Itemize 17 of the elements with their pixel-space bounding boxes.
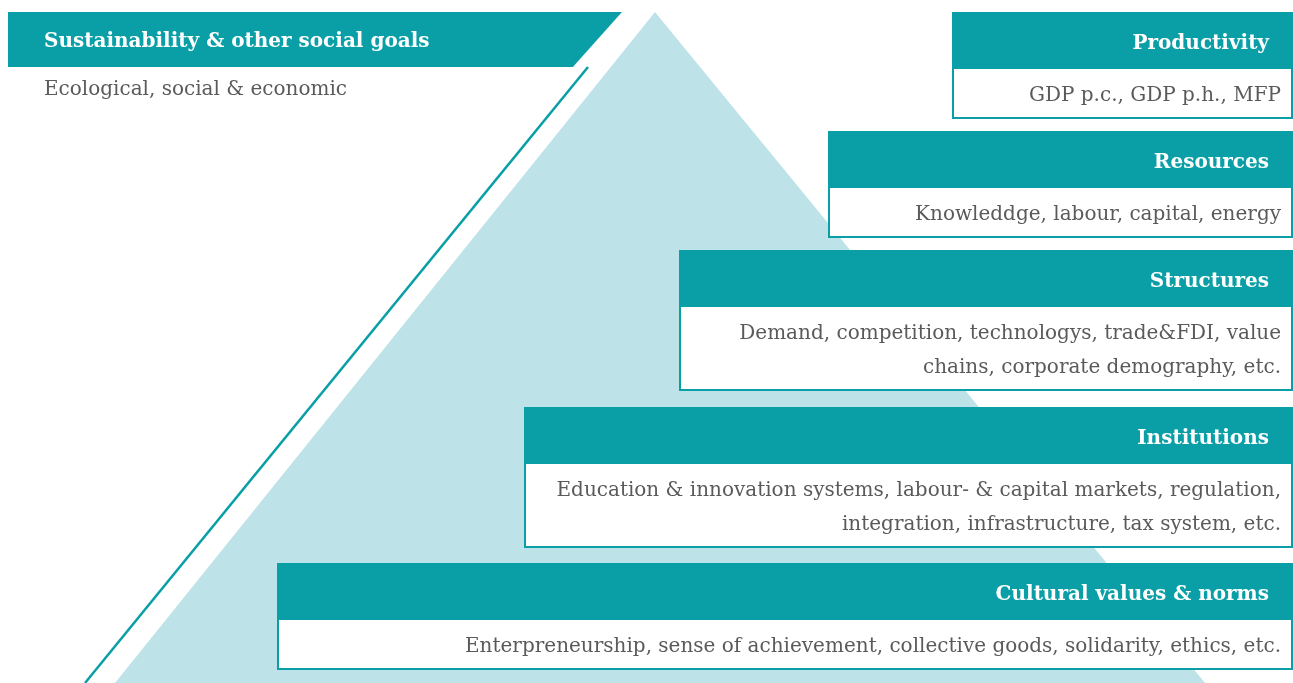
layer-heading: Resources xyxy=(830,133,1291,188)
layer-heading: Productivity xyxy=(954,14,1291,69)
layer-heading: Structures xyxy=(681,252,1291,307)
layer-description: Demand, competition, technologys, trade&FDI, value chains, corporate demography, etc. xyxy=(738,319,1282,380)
layer-heading: Institutions xyxy=(526,409,1291,464)
layer-description: Ecological, social & economic xyxy=(43,75,349,102)
layer-description: GDP p.c., GDP p.h., MFP xyxy=(1028,81,1282,108)
layer-card xyxy=(828,131,1293,238)
layer-card xyxy=(679,250,1293,391)
layer-card xyxy=(524,407,1293,548)
layer-card xyxy=(952,12,1293,119)
layer-description: Education & innovation systems, labour- & capital markets, regulation, integration, infrastructure, tax system, etc. xyxy=(555,476,1282,537)
layer-description: Enterpreneurship, sense of achievement, collective goods, solidarity, ethics, etc. xyxy=(464,632,1282,659)
layer-card xyxy=(277,563,1293,670)
layer-description: Knowleddge, labour, capital, energy xyxy=(914,200,1282,227)
layer-heading: Sustainability & other social goals xyxy=(8,12,622,67)
layer-heading: Cultural values & norms xyxy=(279,565,1291,620)
